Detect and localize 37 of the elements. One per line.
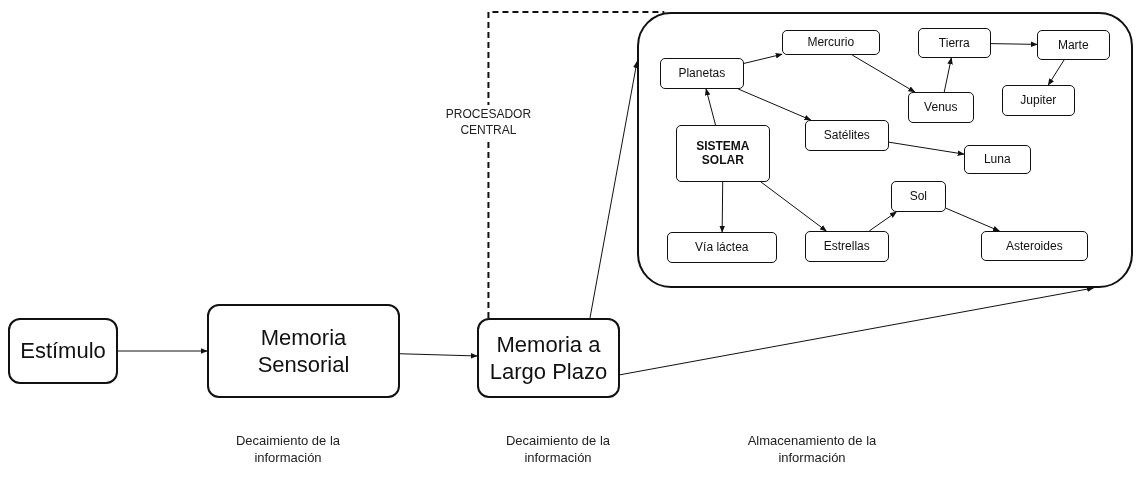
concept-box: Satélites: [804, 119, 889, 151]
concept-box: Estrellas: [804, 230, 889, 262]
process-box: Estímulo: [8, 318, 118, 384]
dashed-connector: [487, 11, 666, 319]
container-box: [637, 12, 1133, 288]
arrow: [945, 207, 1000, 232]
concept-box: Vía láctea: [666, 231, 777, 263]
arrow: [704, 88, 716, 126]
arrow: [743, 53, 783, 64]
concept-box: Marte: [1036, 29, 1110, 60]
arrow: [117, 348, 208, 354]
arrow: [888, 141, 965, 156]
arrow: [619, 286, 1094, 376]
arrow: [1047, 59, 1065, 86]
arrow: [399, 353, 478, 359]
arrow: [737, 88, 812, 121]
arrow: [760, 181, 827, 232]
process-box: Memoria Sensorial: [207, 304, 400, 398]
concept-box: SISTEMA SOLAR: [675, 124, 770, 182]
arrow: [943, 57, 953, 93]
concept-box: Venus: [907, 91, 974, 123]
concept-box: Planetas: [659, 57, 744, 89]
concept-box: Mercurio: [781, 29, 880, 55]
concept-box: Jupiter: [1001, 84, 1075, 116]
process-box: Memoria a Largo Plazo: [477, 318, 620, 398]
note-text: Decaimiento de la información: [234, 433, 342, 467]
concept-box: Sol: [890, 180, 946, 212]
arrow: [990, 41, 1038, 48]
note-text: Almacenamiento de la información: [746, 433, 878, 467]
arrow: [719, 181, 726, 233]
concept-box: Asteroides: [980, 230, 1088, 261]
arrow: [589, 61, 639, 319]
concept-box: Luna: [963, 144, 1031, 174]
arrow: [868, 211, 897, 232]
concept-box: Tierra: [917, 27, 991, 58]
note-text: Decaimiento de la información: [504, 433, 612, 467]
arrow: [851, 54, 916, 93]
